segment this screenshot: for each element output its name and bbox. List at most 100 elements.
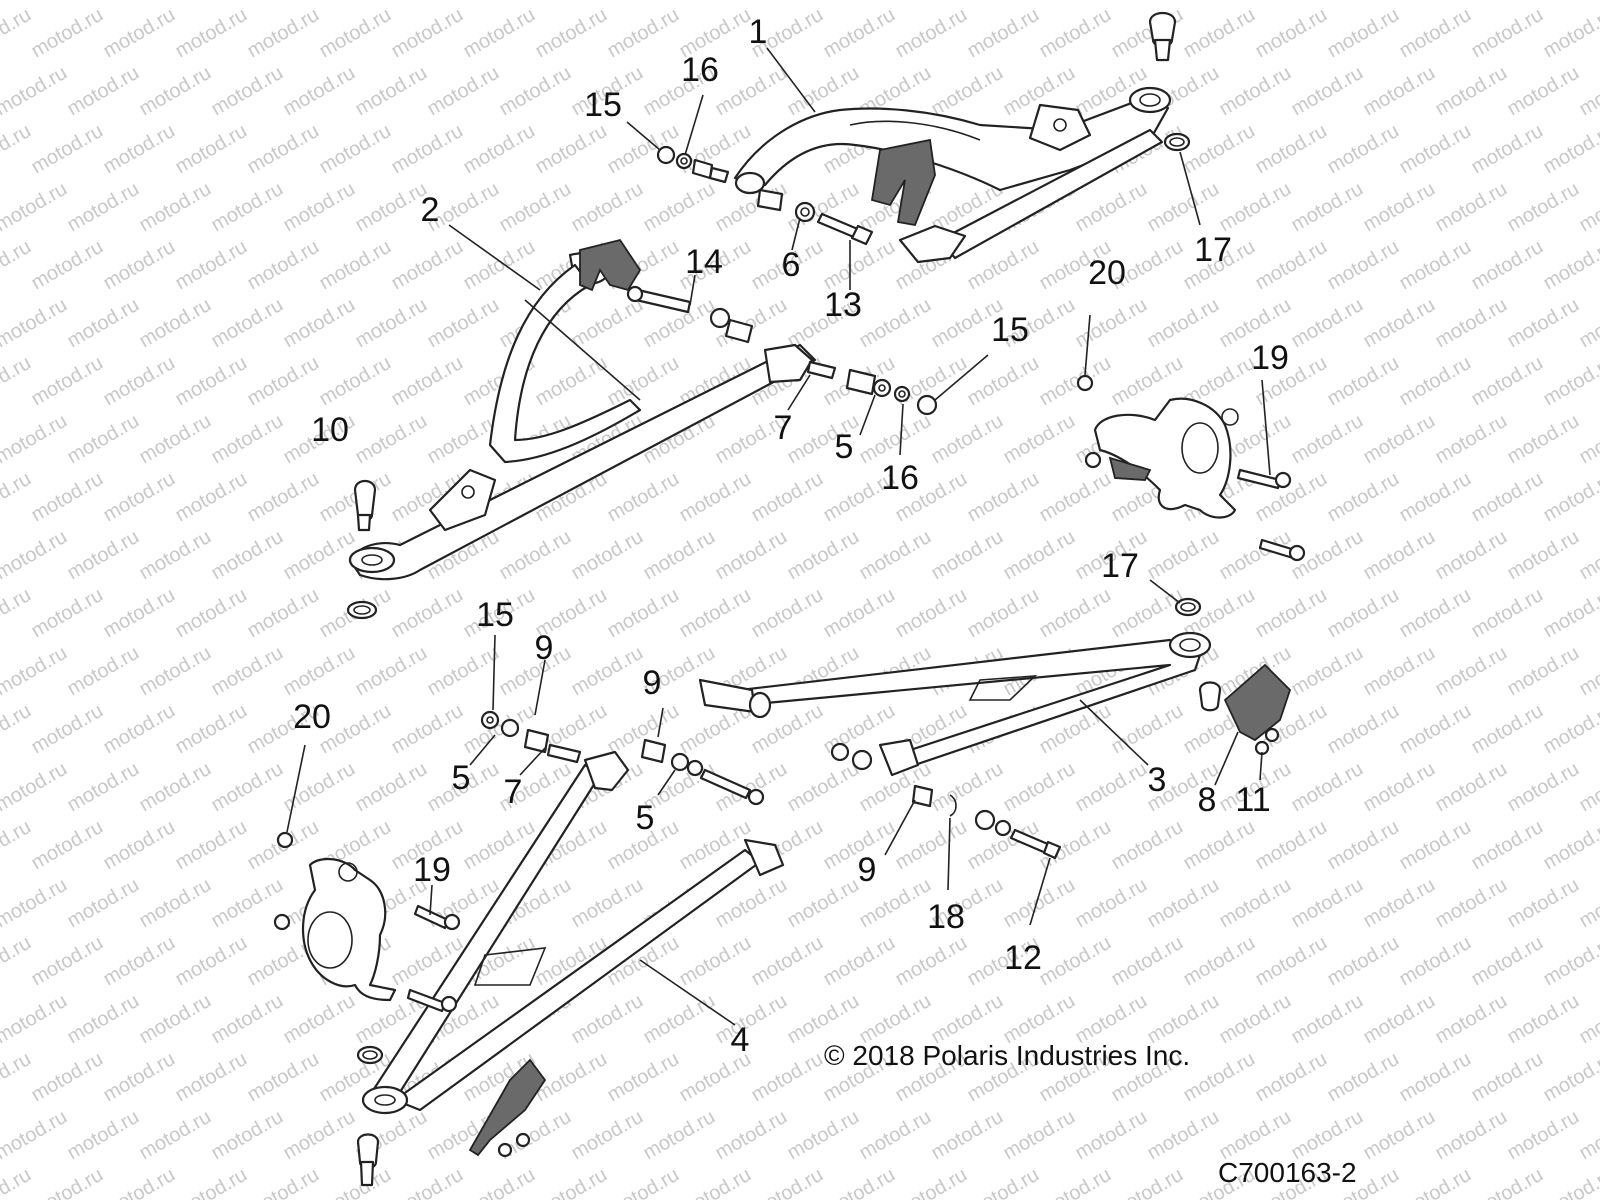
watermark-text: motod.ru bbox=[0, 62, 71, 121]
watermark-text: motod.ru bbox=[0, 120, 35, 179]
watermark-text: motod.ru bbox=[1108, 1164, 1187, 1200]
watermark-text: motod.ru bbox=[1360, 294, 1439, 353]
watermark-text: motod.ru bbox=[1000, 758, 1079, 817]
watermark-text: motod.ru bbox=[1252, 120, 1331, 179]
callout-1: 1 bbox=[748, 13, 768, 51]
watermark-text: motod.ru bbox=[784, 758, 863, 817]
watermark-text: motod.ru bbox=[748, 468, 827, 527]
watermark-text: motod.ru bbox=[1540, 468, 1600, 527]
watermark-text: motod.ru bbox=[244, 4, 323, 63]
watermark-text: motod.ru bbox=[1324, 236, 1403, 295]
watermark-text: motod.ru bbox=[496, 62, 575, 121]
watermark-text: motod.ru bbox=[136, 642, 215, 701]
watermark-text: motod.ru bbox=[676, 1164, 755, 1200]
watermark-text: motod.ru bbox=[1108, 816, 1187, 875]
watermark-text: motod.ru bbox=[208, 642, 287, 701]
watermark-text: motod.ru bbox=[1072, 0, 1151, 4]
watermark-text: motod.ru bbox=[928, 1106, 1007, 1165]
watermark-text: motod.ru bbox=[640, 178, 719, 237]
watermark-text: motod.ru bbox=[0, 1106, 71, 1165]
watermark-text: motod.ru bbox=[1324, 932, 1403, 991]
watermark-text: motod.ru bbox=[1036, 4, 1115, 63]
watermark-text: motod.ru bbox=[100, 1048, 179, 1107]
watermark-text: motod.ru bbox=[532, 352, 611, 411]
watermark-text: motod.ru bbox=[0, 4, 35, 63]
callout-19: 19 bbox=[1251, 339, 1289, 377]
watermark-text: motod.ru bbox=[496, 526, 575, 585]
watermark-text: motod.ru bbox=[388, 700, 467, 759]
watermark-text: motod.ru bbox=[388, 584, 467, 643]
watermark-text: motod.ru bbox=[568, 990, 647, 1049]
watermark-text: motod.ru bbox=[568, 526, 647, 585]
watermark-text: motod.ru bbox=[208, 62, 287, 121]
watermark-text: motod.ru bbox=[1108, 932, 1187, 991]
callout-12: 12 bbox=[1004, 939, 1042, 977]
watermark-text: motod.ru bbox=[1252, 932, 1331, 991]
watermark-text: motod.ru bbox=[1324, 584, 1403, 643]
callout-20: 20 bbox=[1088, 254, 1126, 292]
watermark-text: motod.ru bbox=[712, 526, 791, 585]
watermark-text: motod.ru bbox=[1576, 0, 1600, 4]
watermark-text: motod.ru bbox=[1360, 178, 1439, 237]
watermark-text: motod.ru bbox=[1360, 874, 1439, 933]
watermark-text: motod.ru bbox=[928, 0, 1007, 4]
watermark-text: motod.ru bbox=[1324, 816, 1403, 875]
watermark-text: motod.ru bbox=[172, 236, 251, 295]
watermark-text: motod.ru bbox=[0, 642, 71, 701]
watermark-text: motod.ru bbox=[1144, 874, 1223, 933]
lower-a-arm-middle bbox=[348, 238, 817, 581]
watermark-text: motod.ru bbox=[280, 0, 359, 4]
watermark-text: motod.ru bbox=[1576, 990, 1600, 1049]
watermark-text: motod.ru bbox=[1324, 468, 1403, 527]
watermark-text: motod.ru bbox=[1576, 178, 1600, 237]
watermark-text: motod.ru bbox=[1432, 62, 1511, 121]
watermark-text: motod.ru bbox=[856, 526, 935, 585]
callout-18: 18 bbox=[927, 898, 965, 936]
watermark-text: motod.ru bbox=[1252, 236, 1331, 295]
watermark-text: motod.ru bbox=[352, 62, 431, 121]
watermark-text: motod.ru bbox=[1576, 294, 1600, 353]
watermark-text: motod.ru bbox=[1396, 1164, 1475, 1200]
watermark-text: motod.ru bbox=[1072, 874, 1151, 933]
watermark-text: motod.ru bbox=[1432, 990, 1511, 1049]
watermark-text: motod.ru bbox=[640, 0, 719, 4]
watermark-text: motod.ru bbox=[1468, 932, 1547, 991]
callout-9: 9 bbox=[534, 629, 554, 667]
watermark-text: motod.ru bbox=[1576, 62, 1600, 121]
watermark-text: motod.ru bbox=[1432, 526, 1511, 585]
watermark-text: motod.ru bbox=[1036, 932, 1115, 991]
watermark-text: motod.ru bbox=[244, 1164, 323, 1200]
watermark-text: motod.ru bbox=[64, 990, 143, 1049]
watermark-text: motod.ru bbox=[1576, 642, 1600, 701]
watermark-text: motod.ru bbox=[1180, 4, 1259, 63]
watermark-text: motod.ru bbox=[280, 62, 359, 121]
watermark-text: motod.ru bbox=[136, 178, 215, 237]
watermark-text: motod.ru bbox=[280, 178, 359, 237]
steering-knuckle-right bbox=[1076, 374, 1306, 562]
watermark-text: motod.ru bbox=[1396, 816, 1475, 875]
watermark-text: motod.ru bbox=[1036, 468, 1115, 527]
watermark-text: motod.ru bbox=[172, 352, 251, 411]
callout-9: 9 bbox=[642, 664, 662, 702]
watermark-text: motod.ru bbox=[1504, 1106, 1583, 1165]
watermark-text: motod.ru bbox=[604, 352, 683, 411]
part-2-hardware bbox=[346, 285, 938, 620]
watermark-text: motod.ru bbox=[172, 932, 251, 991]
watermark-text: motod.ru bbox=[1000, 410, 1079, 469]
watermark-text: motod.ru bbox=[964, 1164, 1043, 1200]
watermark-text: motod.ru bbox=[0, 0, 71, 4]
watermark-text: motod.ru bbox=[100, 120, 179, 179]
callout-7: 7 bbox=[503, 773, 523, 811]
watermark-text: motod.ru bbox=[316, 352, 395, 411]
callout-19: 19 bbox=[413, 851, 451, 889]
watermark-text: motod.ru bbox=[208, 526, 287, 585]
callout-17: 17 bbox=[1101, 547, 1139, 585]
watermark-text: motod.ru bbox=[820, 1164, 899, 1200]
watermark-text: motod.ru bbox=[1576, 874, 1600, 933]
watermark-text: motod.ru bbox=[1504, 178, 1583, 237]
watermark-text: motod.ru bbox=[1000, 1106, 1079, 1165]
watermark-text: motod.ru bbox=[1540, 700, 1600, 759]
watermark-text: motod.ru bbox=[856, 1106, 935, 1165]
